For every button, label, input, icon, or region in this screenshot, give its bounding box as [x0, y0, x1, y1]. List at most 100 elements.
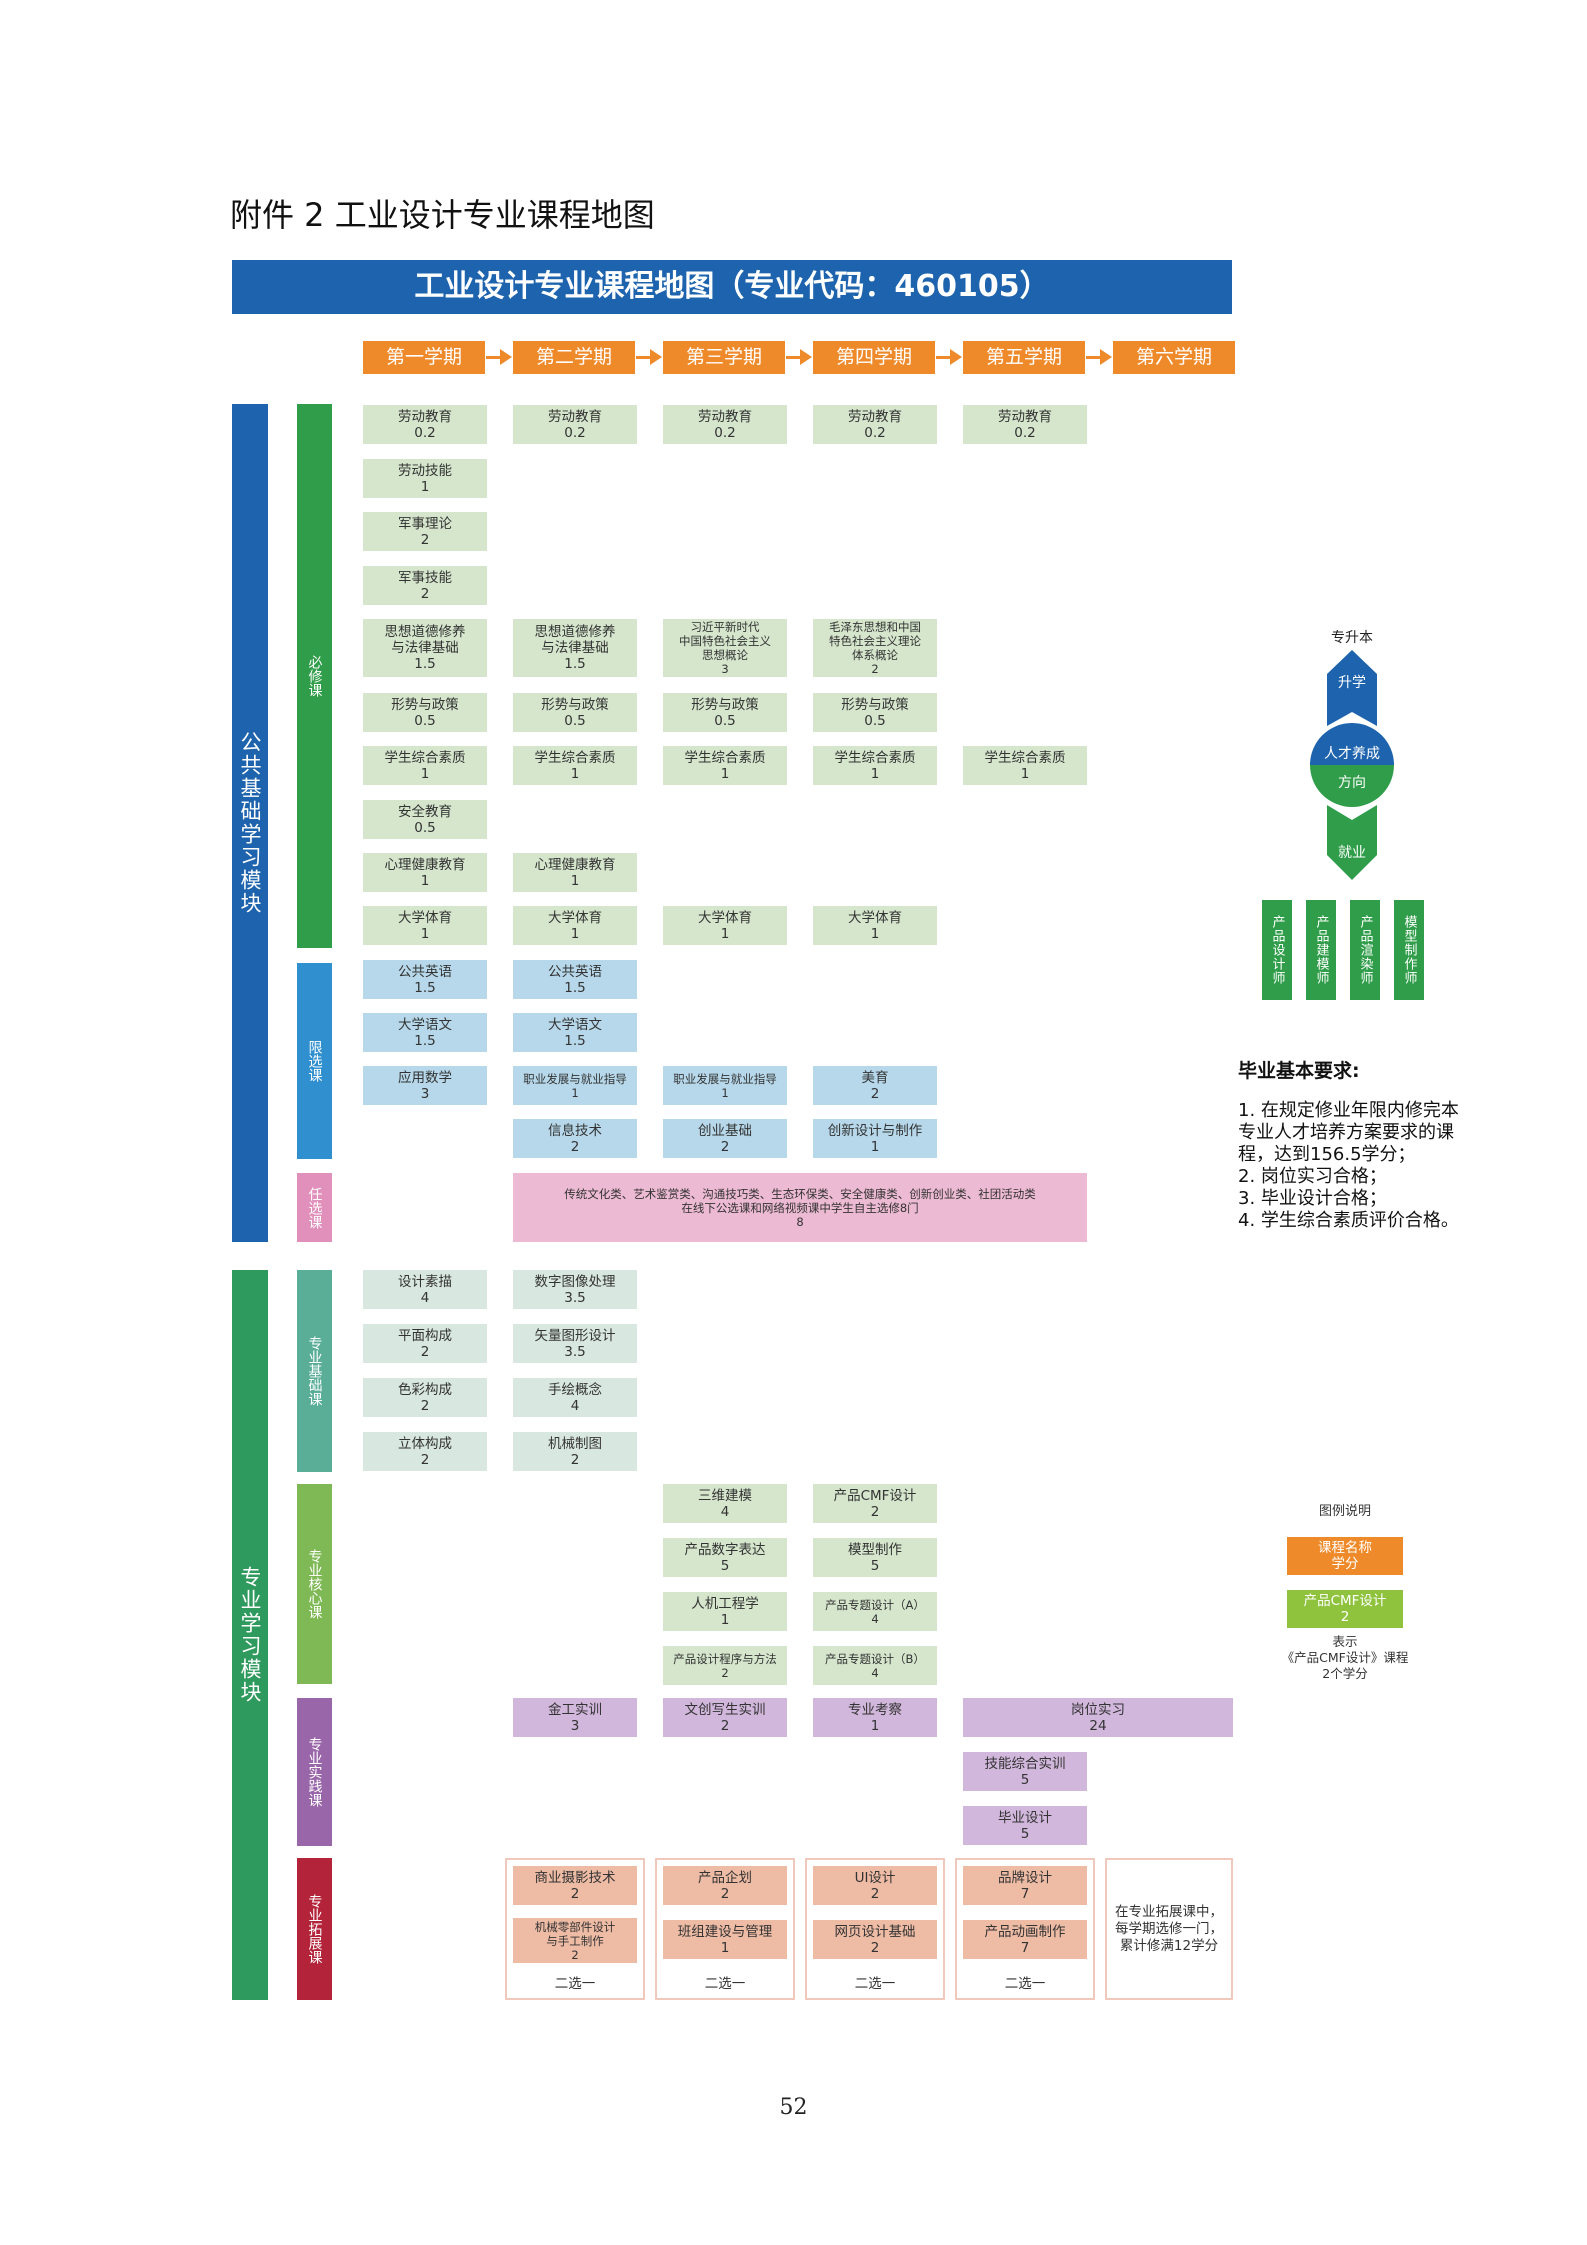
course-card: 产品专题设计（B）4: [813, 1646, 937, 1685]
category-major-extension: 专业拓展课: [297, 1858, 332, 2000]
semester-arrow-line: [936, 356, 951, 359]
graduation-line: 4. 学生综合素质评价合格。: [1238, 1210, 1459, 1231]
graduation-line: 1. 在规定修业年限内修完本: [1238, 1100, 1459, 1121]
job-card: 产品建模师: [1306, 900, 1336, 1000]
graduation-line: 程，达到156.5学分；: [1238, 1144, 1416, 1165]
category-major-basic: 专业基础课: [297, 1270, 332, 1472]
career-direction-icon: [1310, 650, 1394, 880]
graduation-title: 毕业基本要求:: [1238, 1060, 1360, 1082]
category-required: 必修课: [297, 404, 332, 948]
category-limited: 限选课: [297, 963, 332, 1159]
semester-1: 第一学期: [363, 341, 485, 374]
graduation-line: 2. 岗位实习合格；: [1238, 1166, 1387, 1187]
semester-arrow-line: [1086, 356, 1101, 359]
graduation-line: 3. 毕业设计合格；: [1238, 1188, 1387, 1209]
category-elective: 任选课: [297, 1173, 332, 1242]
graduation-line: 专业人才培养方案要求的课: [1238, 1122, 1454, 1143]
semester-arrow-icon: [1100, 349, 1112, 365]
module-major: 专业学习模块: [232, 1270, 268, 2000]
job-card: 模型制作师: [1394, 900, 1424, 1000]
course-card-elective: 传统文化类、艺术鉴赏类、沟通技巧类、生态环保类、安全健康类、创新创业类、社团活动…: [513, 1173, 1087, 1242]
legend-sample-orange: 课程名称学分: [1287, 1537, 1403, 1575]
career-up-label: 升学: [1338, 675, 1366, 691]
semester-5: 第五学期: [963, 341, 1085, 374]
choose-one-label: 二选一: [854, 1976, 896, 1992]
semester-arrow-icon: [650, 349, 662, 365]
map-banner-title: 工业设计专业课程地图（专业代码：460105）: [232, 260, 1232, 314]
extension-note: 在专业拓展课中， 每学期选修一门， 累计修满12学分: [1105, 1858, 1233, 2000]
semester-arrow-icon: [800, 349, 812, 365]
career-center-line2: 方向: [1338, 775, 1366, 791]
course-card: 产品专题设计（A）4: [813, 1592, 937, 1631]
page-number: 52: [779, 2095, 808, 2120]
page-heading: 附件 2 工业设计专业课程地图: [230, 196, 655, 234]
job-card: 产品渲染师: [1350, 900, 1380, 1000]
semester-arrow-icon: [500, 349, 512, 365]
choose-one-label: 二选一: [554, 1976, 596, 1992]
semester-arrow-icon: [950, 349, 962, 365]
job-card: 产品设计师: [1262, 900, 1292, 1000]
module-public-basic: 公共基础学习模块: [232, 404, 268, 1242]
semester-3: 第三学期: [663, 341, 785, 374]
semester-arrow-line: [786, 356, 801, 359]
choose-one-label: 二选一: [704, 1976, 746, 1992]
semester-6: 第六学期: [1113, 341, 1235, 374]
